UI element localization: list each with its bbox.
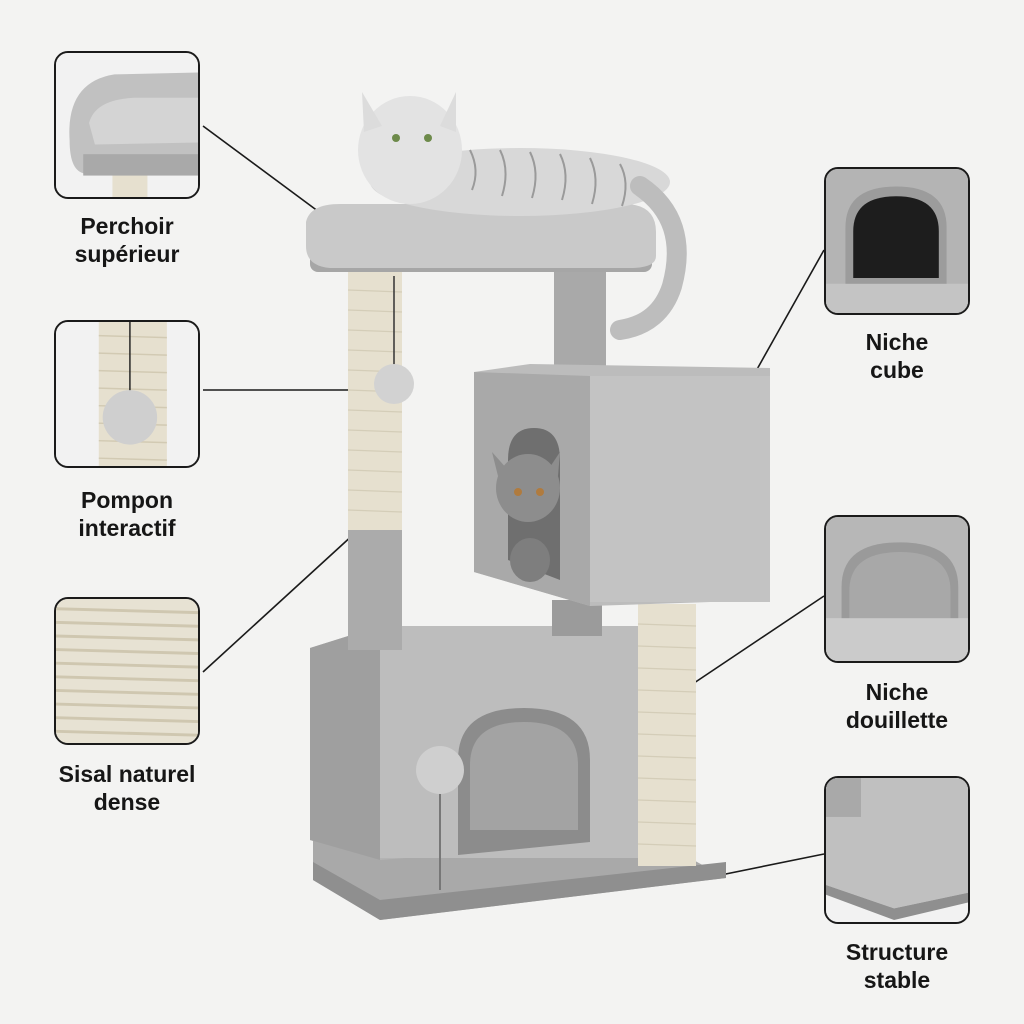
label-sisal: Sisal naturel dense — [58, 761, 196, 815]
base-closeup-icon — [826, 778, 968, 922]
label-base: Structure stable — [845, 939, 949, 993]
top-perch — [306, 92, 687, 340]
resting-cat — [358, 92, 687, 340]
left-post — [347, 270, 414, 650]
label-perch: Perchoir supérieur — [74, 213, 180, 267]
callout-cozy — [824, 515, 970, 663]
lower-rear-post — [552, 600, 602, 636]
pompom-closeup-icon — [56, 322, 198, 466]
bottom-condo — [310, 626, 640, 890]
label-cube: Niche cube — [865, 329, 929, 383]
condo-closeup-icon — [826, 517, 968, 661]
perch-closeup-icon — [56, 53, 198, 197]
right-post — [637, 604, 697, 866]
callout-perch — [54, 51, 200, 199]
callout-sisal — [54, 597, 200, 745]
sisal-closeup-icon — [56, 599, 198, 743]
callout-pompom — [54, 320, 200, 468]
rear-post — [554, 270, 606, 370]
cube-closeup-icon — [826, 169, 968, 313]
peeking-cat — [492, 452, 560, 582]
cube-condo — [474, 364, 770, 606]
callout-base — [824, 776, 970, 924]
label-pompom: Pompon interactif — [78, 487, 176, 541]
callout-cube — [824, 167, 970, 315]
label-cozy: Niche douillette — [845, 679, 949, 733]
